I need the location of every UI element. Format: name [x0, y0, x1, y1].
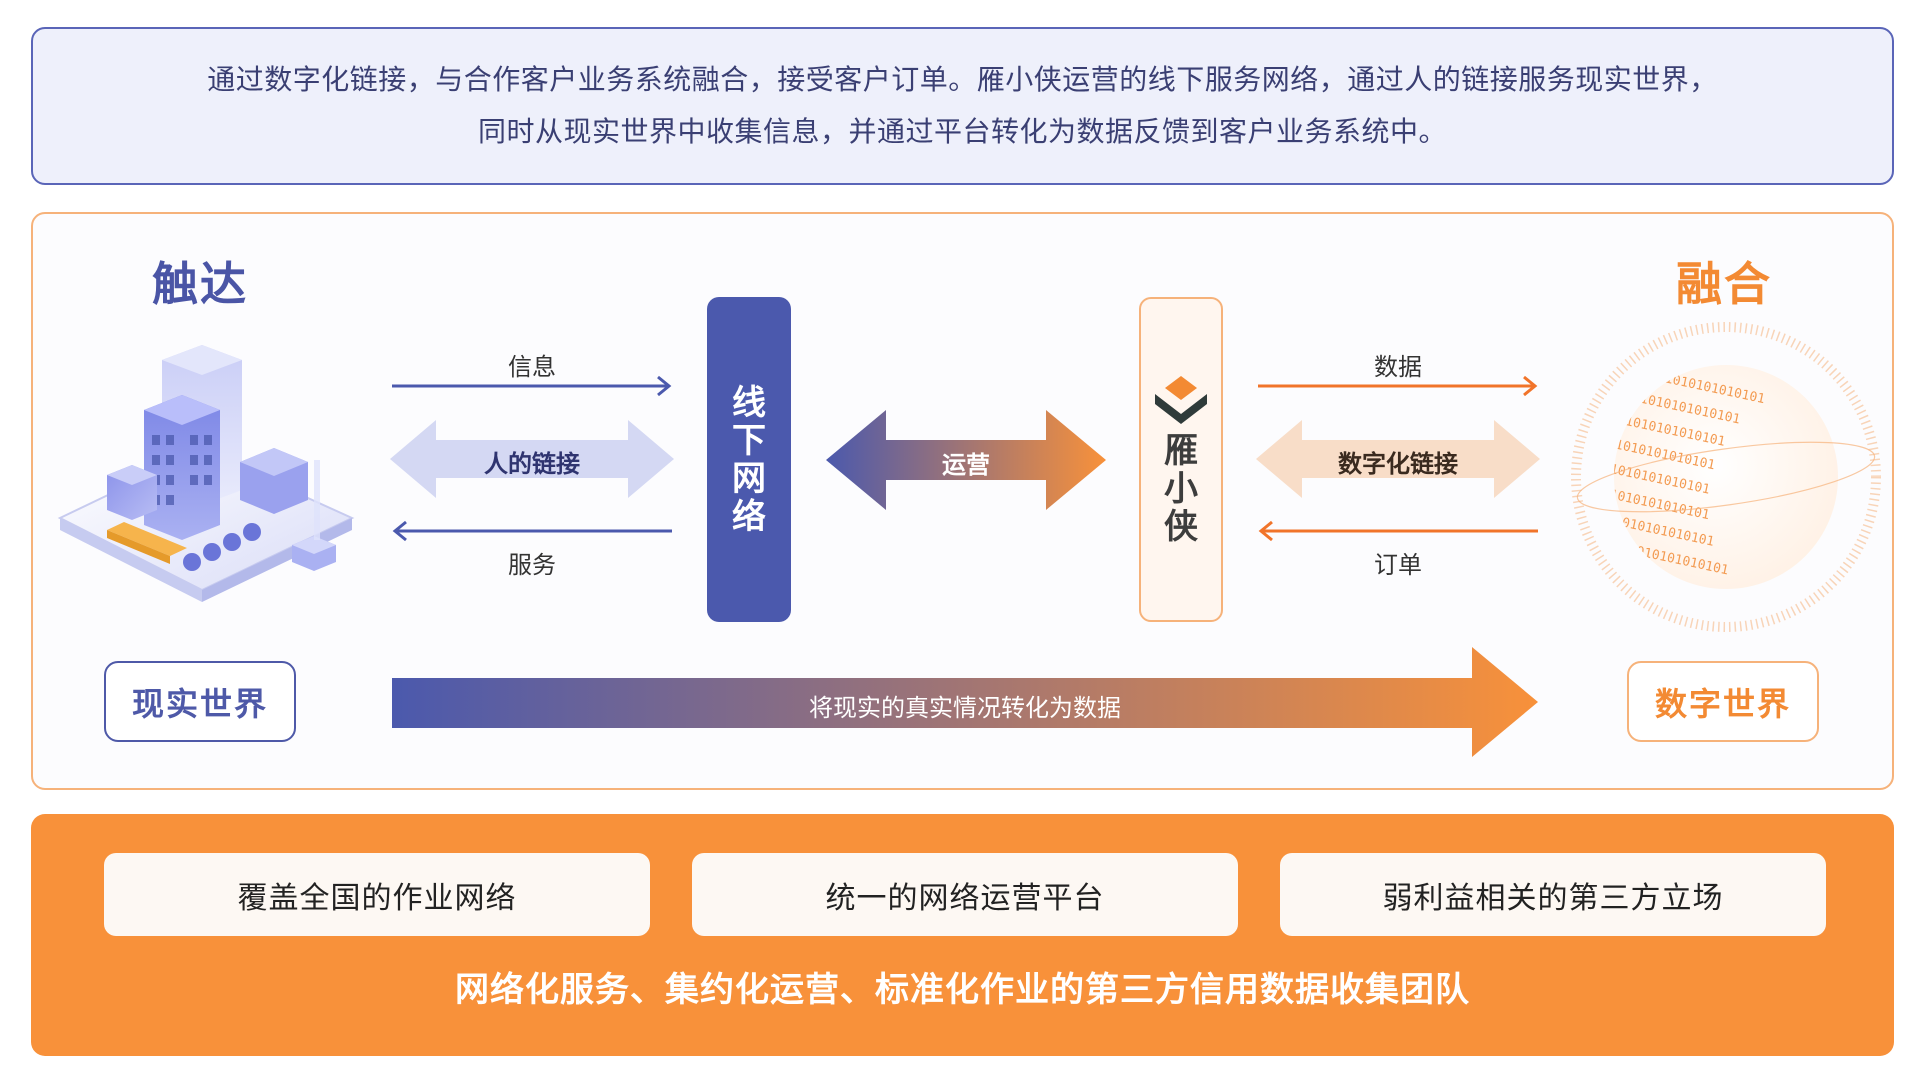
intro-box: 通过数字化链接，与合作客户业务系统融合，接受客户订单。雁小侠运营的线下服务网络，…: [31, 27, 1894, 185]
operations-arrow: [826, 410, 1106, 510]
real-world-box: 现实世界: [104, 661, 296, 742]
offline-network-bar: 线 下 网 络: [707, 297, 791, 622]
summary-text: 网络化服务、集约化运营、标准化作业的第三方信用数据收集团队: [455, 970, 1470, 1010]
feature-unified-platform: 统一的网络运营平台: [692, 853, 1238, 936]
feature-nationwide-network: 覆盖全国的作业网络: [104, 853, 650, 936]
feature-third-party-stance: 弱利益相关的第三方立场: [1280, 853, 1826, 936]
reach-heading: 触达: [152, 257, 248, 311]
digital-world-box: 数字世界: [1627, 661, 1819, 742]
yxx-char-1: 雁: [1164, 430, 1198, 471]
yxx-char-3: 侠: [1164, 506, 1198, 547]
intro-line-2: 同时从现实世界中收集信息，并通过平台转化为数据反馈到客户业务系统中。: [477, 115, 1447, 148]
data-label: 数据: [1374, 353, 1422, 381]
info-arrow: [392, 375, 672, 397]
info-label: 信息: [508, 353, 556, 381]
service-label: 服务: [508, 551, 556, 579]
order-arrow: [1258, 520, 1538, 542]
intro-line-1: 通过数字化链接，与合作客户业务系统融合，接受客户订单。雁小侠运营的线下服务网络，…: [207, 63, 1718, 96]
human-link-arrow: [390, 420, 674, 498]
fusion-heading: 融合: [1676, 257, 1772, 311]
order-label: 订单: [1374, 551, 1422, 579]
operations-label: 运营: [942, 451, 990, 479]
network-char-1: 线: [732, 382, 766, 423]
human-link-label: 人的链接: [484, 450, 580, 478]
digital-link-label: 数字化链接: [1338, 450, 1458, 478]
binary-globe-icon: 1010101010101 1010101010101 101010101010…: [1571, 322, 1881, 632]
yanxiaoxia-bar: 雁 小 侠: [1139, 297, 1223, 622]
yanxiaoxia-logo-icon: [1155, 375, 1207, 424]
network-char-3: 网: [732, 458, 766, 499]
city-buildings-icon: [57, 345, 355, 602]
network-char-2: 下: [732, 420, 766, 461]
conversion-arrow: [392, 647, 1538, 757]
service-arrow: [392, 520, 672, 542]
digital-link-arrow: [1256, 420, 1540, 498]
network-char-4: 络: [732, 496, 766, 537]
data-arrow: [1258, 375, 1538, 397]
conversion-label: 将现实的真实情况转化为数据: [809, 694, 1121, 722]
yxx-char-2: 小: [1164, 468, 1198, 509]
